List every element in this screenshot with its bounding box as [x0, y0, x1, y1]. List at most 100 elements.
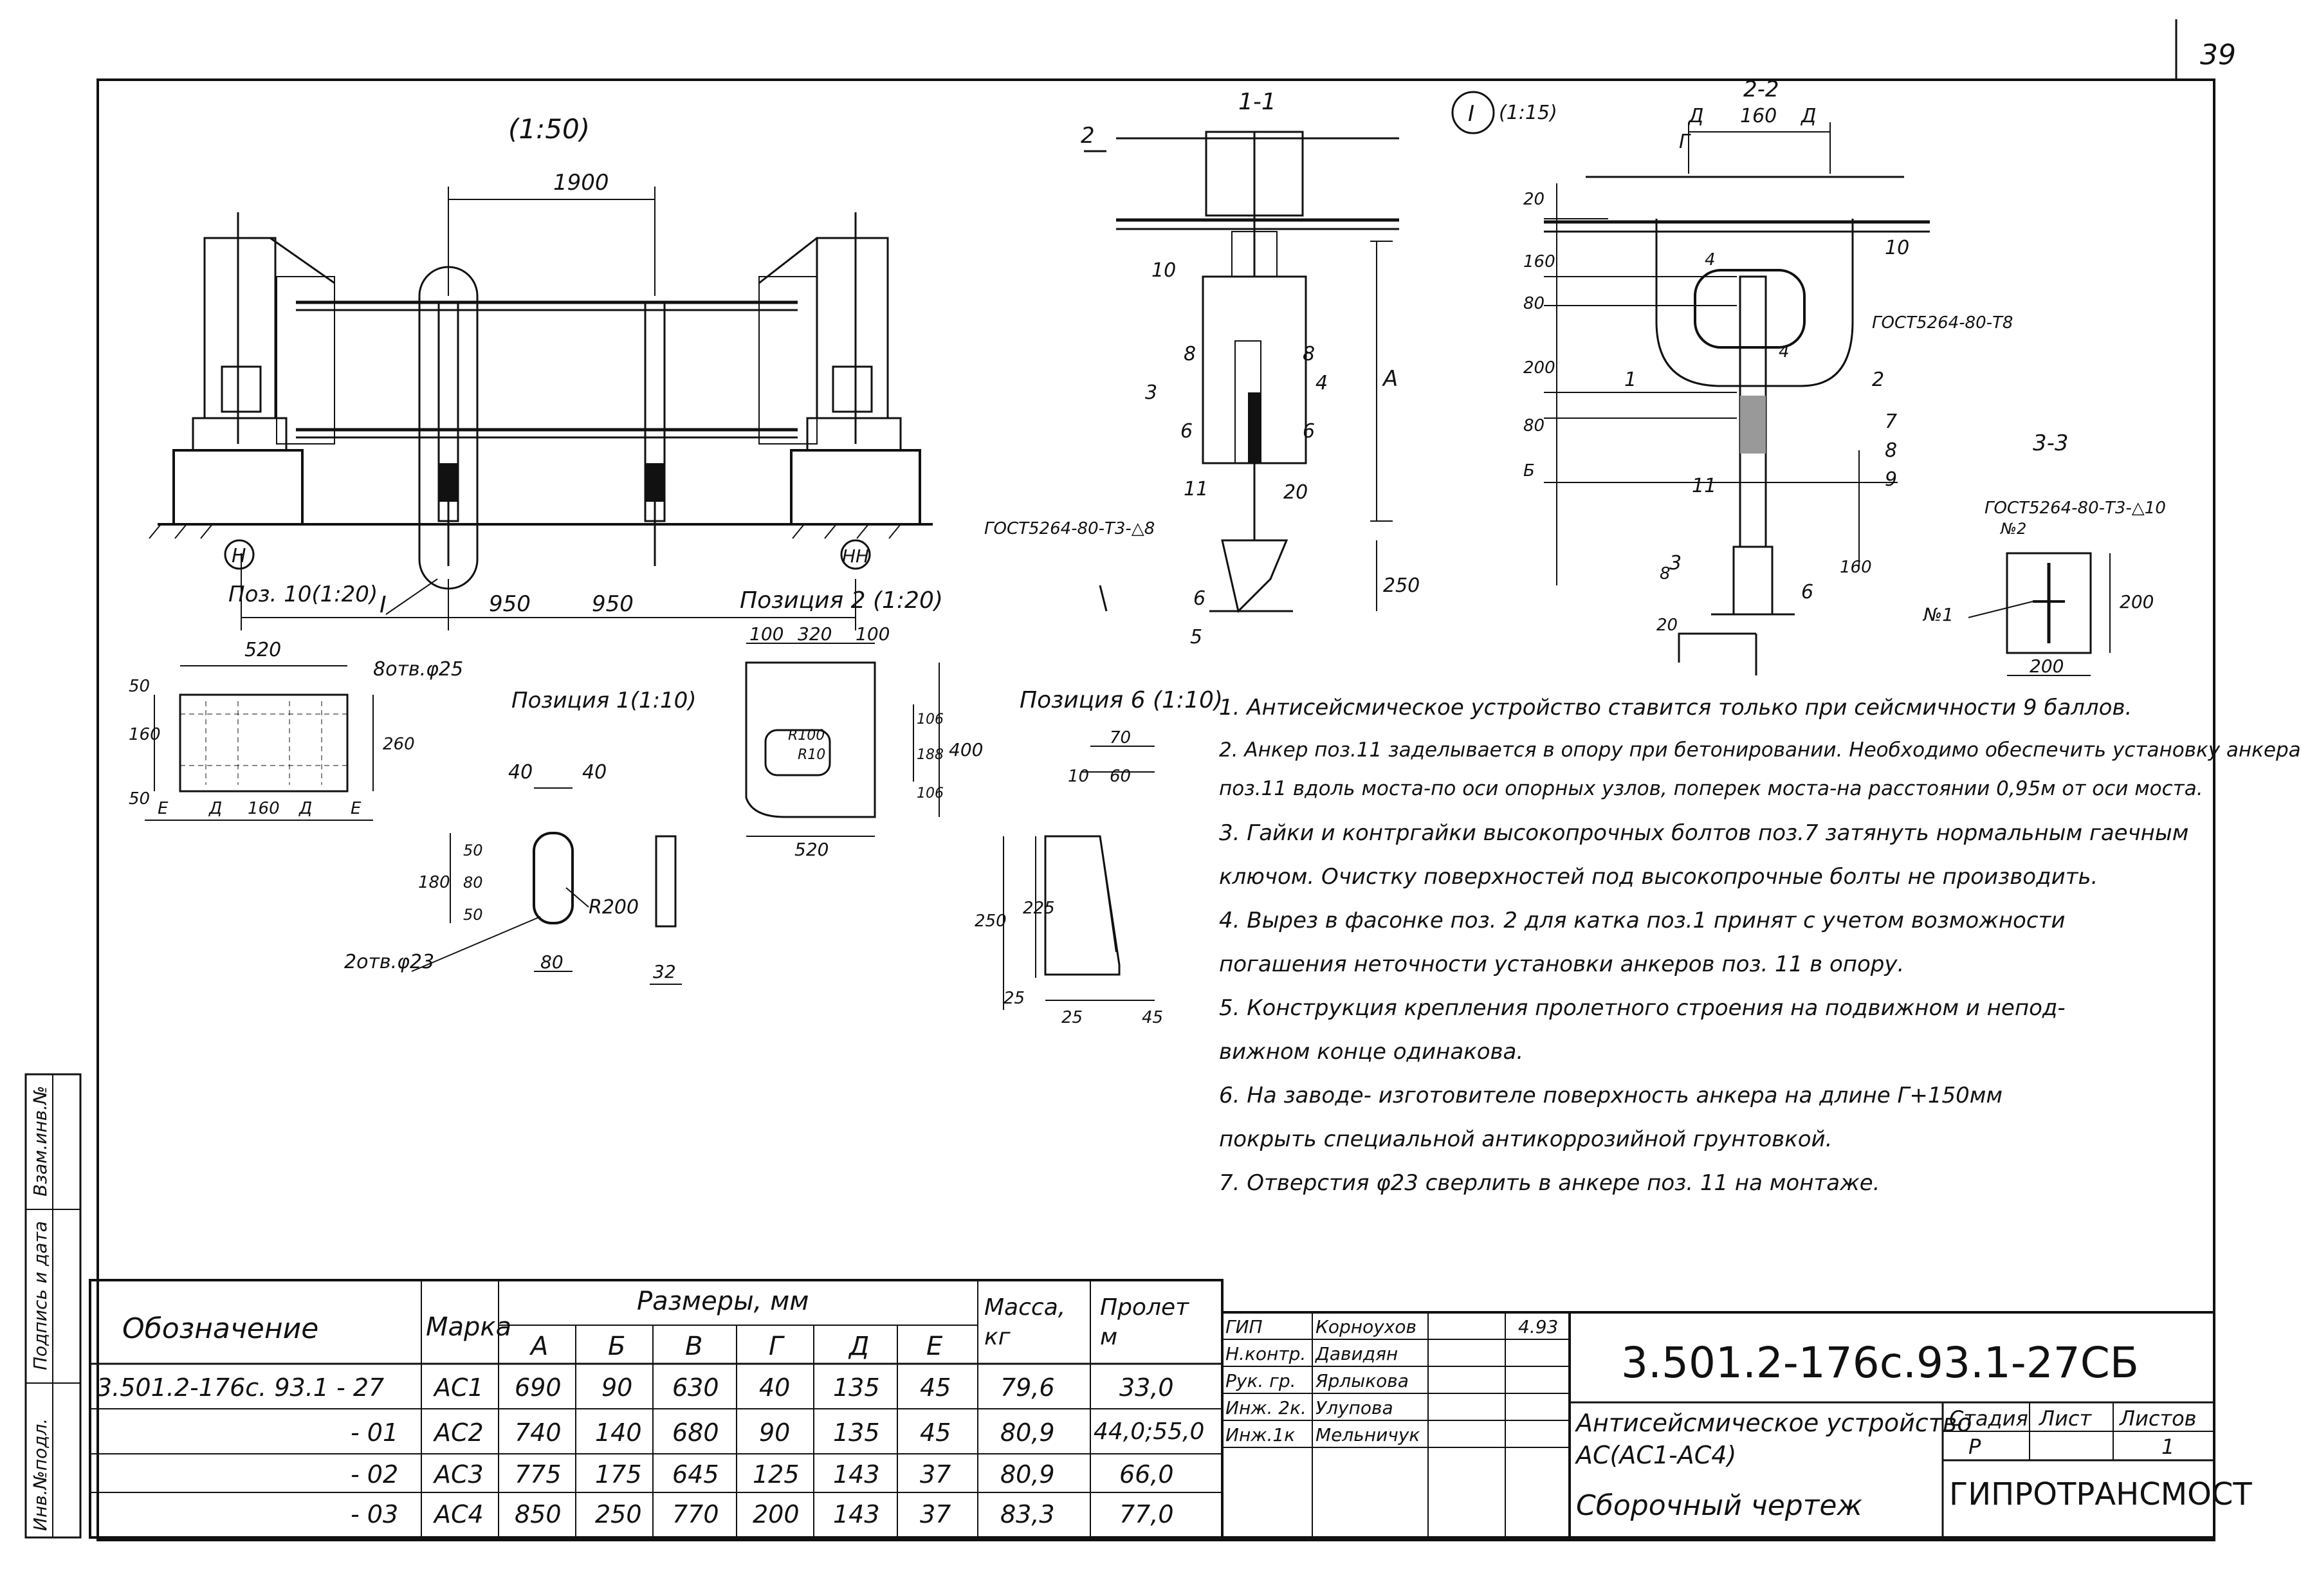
- s11-dim-250: 250: [1383, 574, 1420, 597]
- d1-label-6: 6: [1801, 581, 1813, 603]
- row3-e: 37: [920, 1460, 951, 1489]
- signer-5-role: Инж.1к: [1225, 1424, 1296, 1445]
- row1-designation: 3.501.2-176с. 93.1 - 27: [96, 1373, 385, 1402]
- pos2-dim-320: 320: [798, 623, 832, 645]
- stage-label: Стадия: [1949, 1406, 2028, 1431]
- row3-g: 125: [753, 1460, 800, 1489]
- main-bridge-view: (1:50): [149, 113, 933, 630]
- pos1-left-50a: 50: [463, 906, 483, 924]
- note-4: 4. Вырез в фасонке поз. 2 для катка поз.…: [1219, 908, 2066, 933]
- d1-left-200: 200: [1523, 358, 1555, 378]
- poz10-bottom-160: 160: [248, 799, 280, 818]
- d1-dim-gamma: Г: [1679, 131, 1691, 153]
- row4-mark: АС4: [434, 1500, 484, 1528]
- spec-col-a: А: [531, 1332, 549, 1361]
- spec-header-dims: Размеры, мм: [637, 1287, 809, 1316]
- sheet-label: Лист: [2039, 1406, 2092, 1431]
- poz10-bottom-e2: Е: [351, 799, 362, 818]
- note-6-cont: покрыть специальной антикоррозийной грун…: [1219, 1126, 1833, 1152]
- position-6-title: Позиция 6 (1:10): [1020, 687, 1223, 713]
- pos1-dim-80: 80: [540, 951, 564, 973]
- note-2: 2. Анкер поз.11 заделывается в опору при…: [1219, 738, 2301, 762]
- row1-d: 135: [833, 1373, 880, 1402]
- plate-poz10: [145, 665, 374, 821]
- position-2-title: Позиция 2 (1:20): [740, 587, 943, 614]
- pos2-dim-520: 520: [794, 839, 829, 860]
- main-view-scale: (1:50): [508, 113, 590, 145]
- sheets-label: Листов: [2120, 1406, 2197, 1431]
- dim-950-left: 950: [489, 591, 531, 617]
- spec-header-designation: Обозначение: [122, 1312, 319, 1345]
- title-line-2: АС(АС1-АС4): [1576, 1441, 1737, 1469]
- pos2-right-188: 188: [917, 747, 944, 763]
- poz10-left-50a: 50: [129, 677, 150, 696]
- row2-mark: АС2: [434, 1418, 484, 1447]
- note-4-cont: погашения неточности установки анкеров п…: [1219, 951, 1905, 977]
- spec-col-e: Е: [926, 1332, 943, 1361]
- pos6-top-70: 70: [1110, 728, 1131, 748]
- row3-d: 143: [833, 1460, 880, 1489]
- signer-5-name: Мельничук: [1316, 1424, 1420, 1445]
- pos6-top-60: 60: [1110, 767, 1131, 786]
- dim-1900: 1900: [553, 170, 609, 196]
- note-7: 7. Отверстия φ23 сверлить в анкере поз. …: [1219, 1170, 1880, 1196]
- page-number: 39: [2200, 39, 2236, 71]
- row2-span: 44,0;55,0: [1094, 1418, 1205, 1445]
- row1-mass: 79,6: [1000, 1373, 1055, 1402]
- section-1-1-title: 1-1: [1238, 89, 1276, 115]
- note-6: 6. На заводе- изготовителе поверхность а…: [1219, 1083, 2003, 1108]
- signer-4-role: Инж. 2к.: [1225, 1397, 1306, 1418]
- signer-2-name: Давидян: [1316, 1343, 1398, 1364]
- poz10-left-50b: 50: [129, 789, 150, 809]
- s33-gost: ГОСТ5264-80-Т3-△10: [1985, 499, 2166, 518]
- d1-label-8: 8: [1885, 439, 1897, 462]
- sheet-frame: [96, 19, 2215, 1541]
- pos2-dim-100a: 100: [749, 623, 784, 645]
- section-2-2-title: 2-2: [1743, 77, 1779, 102]
- signer-1-role: ГИП: [1225, 1316, 1263, 1337]
- d1-label-9: 9: [1885, 468, 1897, 491]
- stage-value: Р: [1968, 1435, 1981, 1459]
- d1-label-2: 2: [1872, 369, 1884, 391]
- d1-dim-d-left: Д: [1687, 105, 1703, 127]
- pos1-r200: R200: [589, 896, 639, 919]
- s11-label-6b: 6: [1303, 420, 1315, 443]
- d1-gost: ГОСТ5264-80-Т8: [1872, 313, 2013, 333]
- callout-I: I: [380, 592, 387, 618]
- row2-a: 740: [515, 1418, 562, 1447]
- signer-1-name: Корноухов: [1316, 1316, 1416, 1337]
- row4-v: 770: [672, 1500, 719, 1528]
- spec-header-span: Пролет м: [1100, 1294, 1189, 1350]
- s33-n1: №1: [1922, 604, 1954, 625]
- title-line-1: Антисейсмическое устройство: [1576, 1409, 1972, 1437]
- section-3-3: [1968, 552, 2111, 676]
- pos1-dim-40b: 40: [582, 761, 607, 784]
- pos6-top-10: 10: [1068, 767, 1089, 786]
- s11-label-4: 4: [1316, 372, 1328, 394]
- section-1-1-cut-mark: 2: [1081, 123, 1095, 149]
- pos6-left-250: 250: [975, 912, 1007, 931]
- pos6-left-25: 25: [1004, 989, 1025, 1008]
- row2-mass: 80,9: [1000, 1418, 1055, 1447]
- title-date: 4.93: [1518, 1316, 1559, 1337]
- d1-left-160: 160: [1523, 252, 1555, 271]
- note-1: 1. Антисейсмическое устройство ставится …: [1219, 695, 2132, 720]
- d1-cut-3: 3: [1669, 552, 1682, 574]
- d1-bottom-20: 20: [1656, 616, 1678, 635]
- pos1-left-180: 180: [418, 873, 450, 892]
- s11-label-6c: 6: [1193, 587, 1206, 610]
- s11-label-8a: 8: [1184, 343, 1196, 365]
- signer-2-role: Н.контр.: [1225, 1343, 1306, 1364]
- detail-I-scale: (1:15): [1499, 102, 1557, 124]
- d1-left-80b: 80: [1523, 416, 1545, 436]
- spec-col-d: Д: [849, 1332, 870, 1361]
- d1-label-11: 11: [1692, 475, 1716, 497]
- row4-b: 250: [595, 1500, 642, 1528]
- d1-dim-160: 160: [1740, 105, 1777, 127]
- dim-950-right: 950: [592, 591, 634, 617]
- note-3-cont: ключом. Очистку поверхностей под высокоп…: [1219, 864, 2098, 890]
- note-5: 5. Конструкция крепления пролетного стро…: [1219, 995, 2066, 1021]
- pos2-right-106b: 106: [917, 785, 944, 802]
- position-1-title: Позиция 1(1:10): [511, 688, 697, 713]
- axis-label-right: НН: [842, 546, 869, 567]
